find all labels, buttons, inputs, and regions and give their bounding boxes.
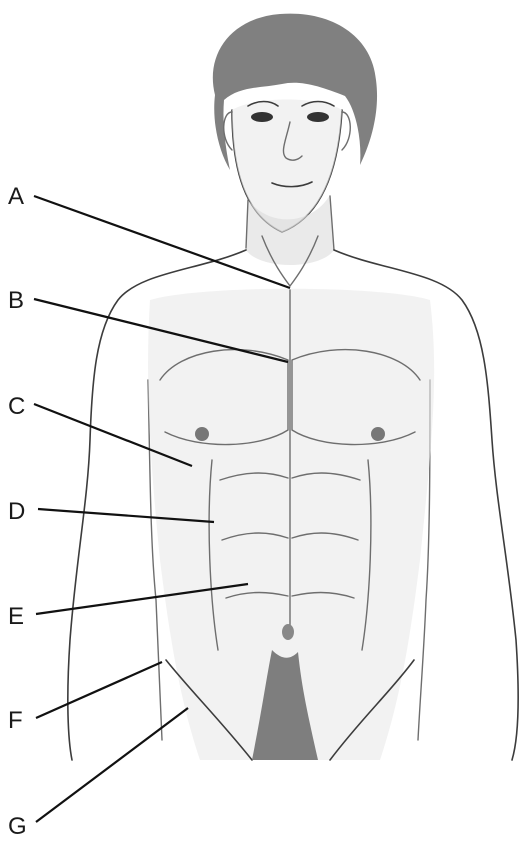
label-b: B (8, 287, 24, 314)
label-a: A (8, 183, 24, 210)
right-eye (307, 112, 329, 122)
label-g: G (8, 813, 27, 840)
navel (282, 624, 294, 640)
leader-line-f (36, 662, 162, 718)
left-nipple (195, 427, 209, 441)
labels: A B C D E F G (8, 183, 27, 840)
label-c: C (8, 393, 25, 420)
leader-line-g (36, 708, 188, 822)
label-f: F (8, 707, 23, 734)
right-nipple (371, 427, 385, 441)
torso-drawing (68, 14, 518, 760)
left-eye (251, 112, 273, 122)
label-d: D (8, 498, 25, 525)
label-e: E (8, 603, 24, 630)
